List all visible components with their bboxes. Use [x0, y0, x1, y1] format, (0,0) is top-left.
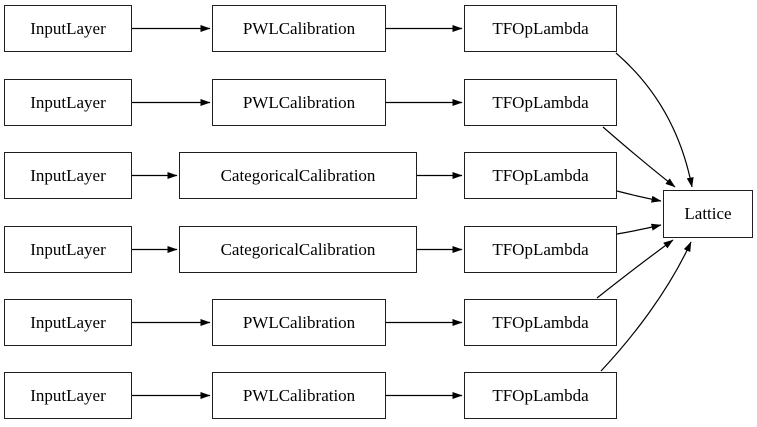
node-tfoplambda-1: TFOpLambda: [464, 5, 617, 52]
node-tfoplambda-4: TFOpLambda: [464, 226, 617, 273]
node-inputlayer-4: InputLayer: [4, 226, 132, 273]
node-categoricalcalibration-2: CategoricalCalibration: [179, 226, 417, 273]
node-inputlayer-5: InputLayer: [4, 299, 132, 346]
node-inputlayer-1: InputLayer: [4, 5, 132, 52]
node-inputlayer-3: InputLayer: [4, 152, 132, 199]
edge-lambda3-lattice: [616, 190, 662, 203]
edge-lambda5-lattice: [596, 239, 674, 299]
edge-lambda2-lattice: [602, 126, 676, 188]
node-tfoplambda-3: TFOpLambda: [464, 152, 617, 199]
node-tfoplambda-5: TFOpLambda: [464, 299, 617, 346]
node-pwlcalibration-1: PWLCalibration: [212, 5, 386, 52]
node-tfoplambda-6: TFOpLambda: [464, 372, 617, 419]
edge-lambda1-lattice: [615, 52, 694, 188]
node-inputlayer-6: InputLayer: [4, 372, 132, 419]
edge-lambda4-lattice: [616, 223, 662, 235]
edge-lambda6-lattice: [600, 241, 692, 372]
node-tfoplambda-2: TFOpLambda: [464, 79, 617, 126]
node-pwlcalibration-2: PWLCalibration: [212, 79, 386, 126]
node-inputlayer-2: InputLayer: [4, 79, 132, 126]
node-categoricalcalibration-1: CategoricalCalibration: [179, 152, 417, 199]
node-pwlcalibration-3: PWLCalibration: [212, 299, 386, 346]
node-pwlcalibration-4: PWLCalibration: [212, 372, 386, 419]
node-lattice: Lattice: [663, 190, 753, 238]
